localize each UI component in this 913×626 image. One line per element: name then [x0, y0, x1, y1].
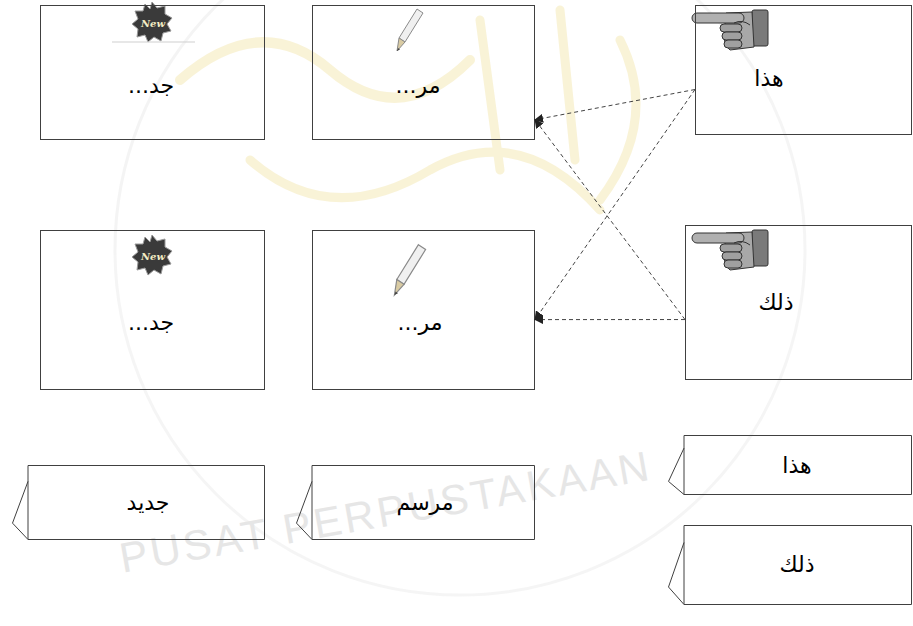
dashed-arrow — [535, 120, 685, 320]
word-card: ذلك — [668, 525, 912, 605]
pencil-icon — [397, 9, 423, 51]
word-text: مر... — [396, 74, 441, 98]
word-text: جد... — [128, 311, 174, 335]
word-text: جديد — [127, 491, 170, 515]
word-text: ذلك — [758, 291, 793, 315]
word-card: جديد — [12, 465, 265, 540]
card-outline-path — [297, 466, 535, 540]
badge-text: New — [141, 251, 165, 262]
pointing-hand — [692, 230, 768, 270]
word-text: ذلك — [779, 553, 814, 577]
word-box: مر... — [312, 5, 535, 140]
pencil-icon — [394, 245, 425, 295]
word-box: مر... — [312, 230, 535, 390]
pointer-box: هذا — [695, 5, 912, 135]
word-box: New جد... — [40, 5, 265, 140]
word-text: جد... — [128, 74, 174, 98]
word-card: مرسم — [296, 465, 535, 540]
card-outline-path — [13, 466, 265, 540]
watermark-text: PUSAT PERPUSTAKAAN — [116, 442, 656, 583]
word-text: هذا — [754, 67, 783, 91]
word-text: هذا — [782, 454, 811, 478]
card-outline-path — [669, 436, 912, 495]
dashed-arrow — [535, 90, 695, 320]
pointer-box: ذلك — [685, 225, 912, 380]
new-badge — [132, 235, 172, 275]
word-card: هذا — [668, 435, 912, 495]
badge-text: New — [141, 18, 165, 29]
dashed-arrow — [535, 319, 685, 320]
card-outline-path — [669, 526, 912, 605]
word-box: New جد... — [40, 230, 265, 390]
word-text: مر... — [398, 311, 443, 335]
word-text: مرسم — [397, 491, 454, 515]
dashed-arrow — [535, 90, 695, 120]
seal-watermark — [115, 0, 805, 595]
pointing-hand — [692, 10, 768, 50]
new-badge — [132, 2, 172, 42]
badge-underline — [112, 42, 195, 43]
